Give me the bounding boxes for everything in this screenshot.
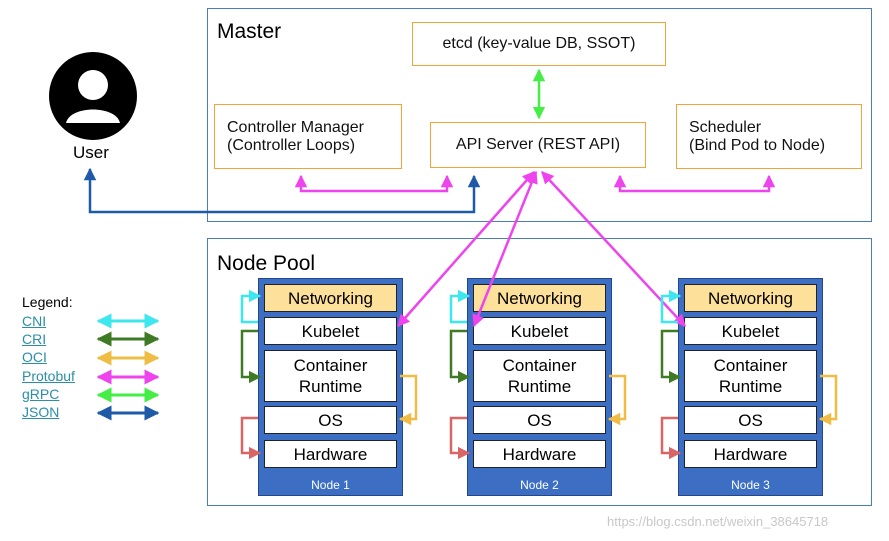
node-label: Node 3: [731, 478, 770, 492]
hardware-label: Hardware: [502, 444, 577, 464]
legend-protobuf[interactable]: Protobuf: [22, 368, 75, 384]
hardware-layer: Hardware: [473, 440, 606, 468]
api-server-box: API Server (REST API): [430, 122, 646, 168]
runtime-line2: Runtime: [718, 377, 783, 396]
master-title: Master: [217, 20, 282, 43]
container-runtime-layer: Container Runtime: [473, 350, 606, 402]
os-layer: OS: [264, 406, 397, 434]
controller-api-protobuf-arrow: [294, 174, 454, 193]
node-2-loops: [449, 289, 627, 460]
kubelet-label: Kubelet: [721, 321, 780, 341]
scheduler-line2: (Bind Pod to Node): [689, 136, 826, 154]
legend-cni[interactable]: CNI: [22, 313, 47, 329]
api-kubelet2-protobuf-arrow: [472, 170, 538, 328]
node-label: Node 2: [520, 478, 559, 492]
kubelet-label: Kubelet: [301, 321, 360, 341]
hardware-layer: Hardware: [264, 440, 397, 468]
watermark: https://blog.csdn.net/weixin_38645718: [607, 514, 829, 529]
os-layer: OS: [473, 406, 606, 434]
hardware-label: Hardware: [713, 444, 788, 464]
legend-grpc[interactable]: gRPC: [22, 386, 60, 402]
os-label: OS: [527, 410, 552, 430]
hardware-layer: Hardware: [684, 440, 817, 468]
scheduler-api-protobuf-arrow: [613, 174, 776, 193]
etcd-label: etcd (key-value DB, SSOT): [442, 35, 636, 52]
kubelet-layer: Kubelet: [684, 317, 817, 345]
user-label: User: [73, 143, 109, 162]
runtime-line2: Runtime: [298, 377, 363, 396]
controller-manager-box: Controller Manager (Controller Loops): [214, 104, 402, 169]
etcd-box: etcd (key-value DB, SSOT): [412, 22, 666, 66]
os-label: OS: [738, 410, 763, 430]
user-avatar-icon: [49, 52, 137, 140]
scheduler-box: Scheduler (Bind Pod to Node): [676, 104, 862, 169]
legend-cri[interactable]: CRI: [22, 331, 47, 347]
networking-label: Networking: [287, 288, 374, 308]
os-label: OS: [318, 410, 343, 430]
scheduler-line1: Scheduler: [689, 118, 762, 136]
networking-label: Networking: [707, 288, 794, 308]
api-kubelet1-protobuf-arrow: [397, 171, 535, 327]
legend-json[interactable]: JSON: [22, 404, 60, 420]
runtime-line1: Container: [713, 356, 788, 375]
networking-layer: Networking: [264, 284, 397, 312]
node-label: Node 1: [311, 478, 350, 492]
controller-line1: Controller Manager: [227, 118, 364, 136]
api-server-label: API Server (REST API): [455, 136, 621, 153]
legend-oci[interactable]: OCI: [22, 349, 47, 365]
node-pool-title: Node Pool: [217, 252, 316, 275]
hardware-label: Hardware: [293, 444, 368, 464]
api-kubelet3-protobuf-arrow: [541, 171, 686, 327]
node-3-loops: [660, 289, 838, 460]
legend-title: Legend:: [22, 294, 73, 310]
kubelet-layer: Kubelet: [264, 317, 397, 345]
node-3: Networking Kubelet Container Runtime OS …: [678, 278, 823, 496]
runtime-line1: Container: [293, 356, 368, 375]
runtime-line2: Runtime: [507, 377, 572, 396]
controller-line2: (Controller Loops): [227, 136, 356, 154]
node-1: Networking Kubelet Container Runtime OS …: [258, 278, 403, 496]
legend-arrows: [96, 313, 160, 421]
container-runtime-layer: Container Runtime: [684, 350, 817, 402]
container-runtime-layer: Container Runtime: [264, 350, 397, 402]
runtime-line1: Container: [502, 356, 577, 375]
os-layer: OS: [684, 406, 817, 434]
node-1-loops: [240, 289, 418, 460]
